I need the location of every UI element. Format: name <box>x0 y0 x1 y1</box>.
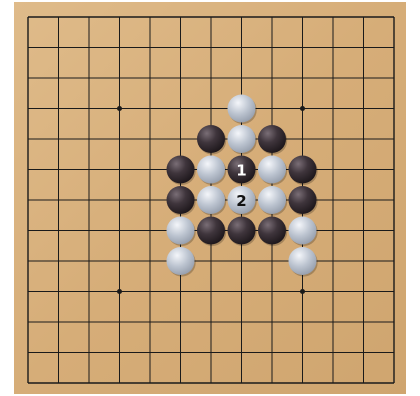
stone-body <box>228 217 256 245</box>
stone-body <box>258 186 286 214</box>
stone-body <box>258 217 286 245</box>
stone-body <box>289 217 317 245</box>
move-number-label: 2 <box>236 192 246 210</box>
star-point <box>117 289 122 294</box>
move-number-label: 1 <box>236 162 246 180</box>
stone-body <box>197 125 225 153</box>
stone-body <box>167 156 195 184</box>
stone-body <box>289 156 317 184</box>
stone-body <box>228 95 256 123</box>
stone-body <box>258 156 286 184</box>
stone-body <box>289 247 317 275</box>
star-point <box>300 289 305 294</box>
star-point <box>300 106 305 111</box>
stone-body <box>167 186 195 214</box>
star-point <box>117 106 122 111</box>
stone-body <box>197 156 225 184</box>
stone-body <box>167 247 195 275</box>
stone-body <box>197 186 225 214</box>
stone-body <box>167 217 195 245</box>
stone-body <box>197 217 225 245</box>
stone-body <box>258 125 286 153</box>
stone-body <box>228 125 256 153</box>
stone-body <box>289 186 317 214</box>
